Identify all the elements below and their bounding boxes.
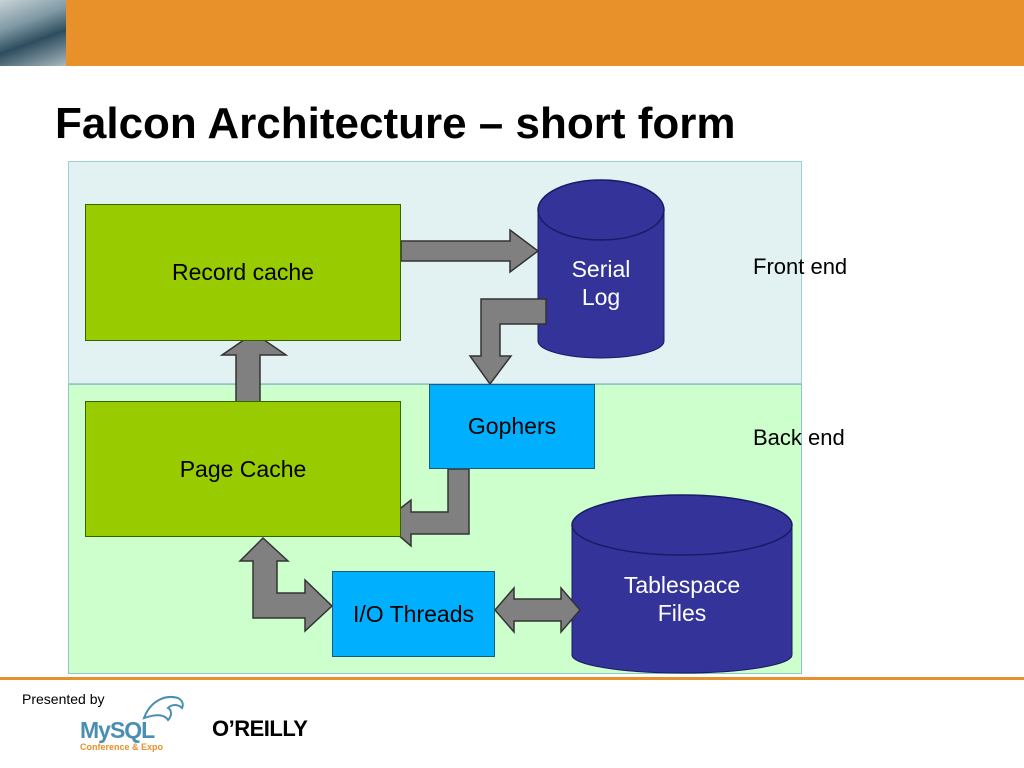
footer-divider [0,677,1024,680]
page-cache-box: Page Cache [85,401,401,537]
mysql-logo-word: MySQL [80,717,155,743]
header-bar [0,0,1024,66]
serial-log-label-line2: Log [581,284,621,310]
slide-title: Falcon Architecture – short form [55,99,736,148]
arrow-record-to-log [400,228,540,274]
back-end-label: Back end [753,425,845,450]
serial-log-label: Serial Log [538,255,664,311]
record-cache-box: Record cache [85,204,401,341]
tablespace-files-label-line2: Files [657,600,707,626]
presented-by-text: Presented by [22,691,105,707]
gophers-box: Gophers [429,384,595,469]
tablespace-files-label: Tablespace Files [572,571,792,627]
io-threads-box: I/O Threads [332,571,495,657]
tablespace-files-label-line1: Tablespace [623,572,741,598]
dolphin-icon [142,696,184,722]
serial-log-label-line1: Serial [571,256,631,282]
tablespace-files-cylinder [571,494,793,674]
wave-image [0,0,66,66]
arrow-page-io [238,536,334,633]
mysql-logo: MySQL Conference & Expo [80,696,184,752]
oreilly-logo: O’REILLY [212,716,308,741]
mysql-logo-subtitle: Conference & Expo [80,742,164,752]
arrow-page-to-record [219,332,289,410]
arrow-io-tablespace [494,585,581,635]
arrow-log-to-gophers [468,298,547,386]
front-end-label: Front end [753,254,848,279]
serial-log-cylinder [537,179,665,359]
